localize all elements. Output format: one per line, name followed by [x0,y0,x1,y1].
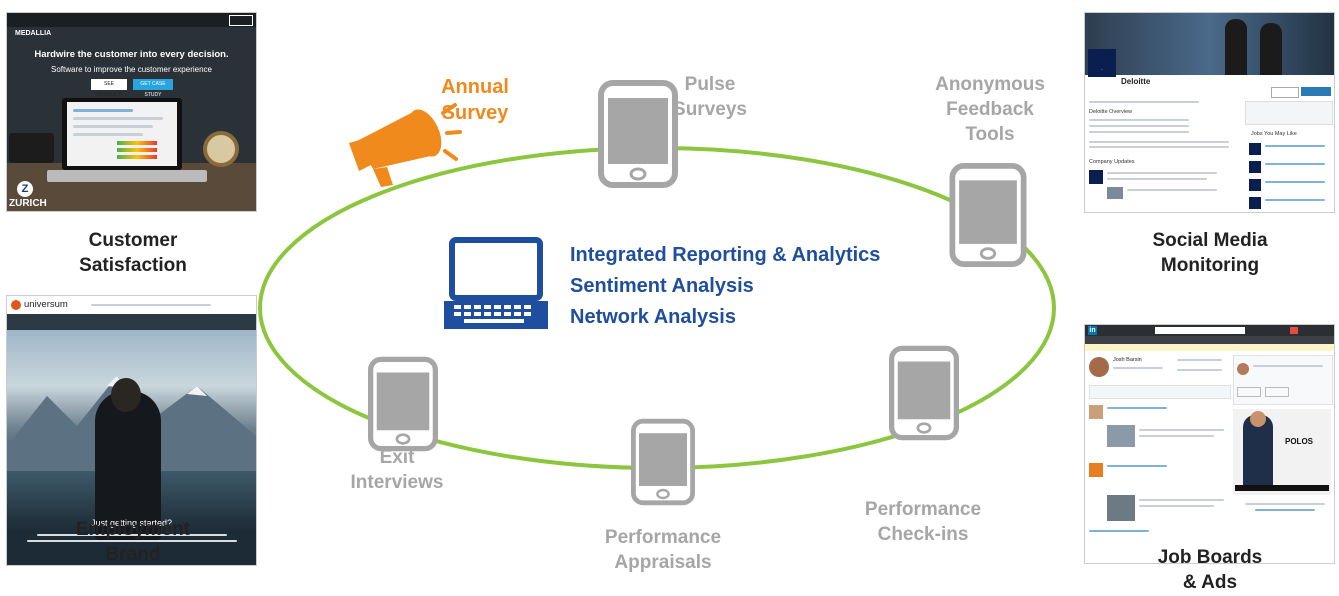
social-caption-line-2: Monitoring [1160,255,1260,276]
center-line-network: Network Analysis [570,306,736,328]
universum-wordmark: universum [24,299,68,310]
performance-appraisals-label: Performance Appraisals [583,525,743,575]
polos-ad-text: POLOS [1285,437,1314,446]
follow-button [1271,87,1299,98]
anonymous-feedback-label: Anonymous Feedback Tools [910,72,1070,147]
linkedin-logo: in [1088,326,1097,335]
social-caption-line-1: Social Media [1152,230,1268,251]
annual-survey-label: Annual Survey [420,74,530,126]
megaphone-icon [349,103,462,187]
pulse-surveys-label: Pulse Surveys [650,72,770,122]
person-1 [1225,19,1247,75]
appraisals-line-2: Appraisals [614,552,712,573]
site-header-bar [7,13,256,27]
jobboards-caption-line-2: & Ads [1182,572,1238,593]
customer-headline: Hardwire the customer into every decisio… [34,49,229,60]
laptop-base [47,170,207,182]
company-name: Deloitte [1121,77,1151,86]
anonymous-line-2: Feedback [946,99,1034,120]
pulse-line-1: Pulse [684,74,736,95]
center-line-sentiment: Sentiment Analysis [570,275,754,297]
employment-brand-caption: Employment Brand [48,517,218,567]
exit-interviews-label: Exit Interviews [337,445,457,495]
jobs-heading: Jobs You May Like [1251,131,1297,137]
exit-line-1: Exit [379,447,415,468]
social-media-screenshot: . Deloitte Deloitte Overview Company Upd… [1084,12,1335,213]
phone-icon-checkins [889,345,959,441]
updates-heading: Company Updates [1089,159,1135,165]
cover-photo [1085,13,1334,75]
job-boards-caption: Job Boards & Ads [1140,545,1280,595]
employment-caption-line-2: Brand [105,544,161,565]
customer-satisfaction-screenshot: MEDALLIA Hardwire the customer into ever… [6,12,257,212]
checkins-line-1: Performance [864,499,982,520]
avatar [1089,357,1109,377]
overview-heading: Deloitte Overview [1089,109,1133,115]
appraisals-line-1: Performance [604,527,722,548]
phone-icon-pulse [598,80,678,188]
phone-icon-exit [368,356,438,452]
universum-logo-icon [11,300,21,310]
customer-caption-line-1: Customer [88,230,178,251]
annual-survey-line-1: Annual [441,76,509,98]
employment-brand-screenshot: universum Just getting started? [6,295,257,566]
performance-checkins-label: Performance Check-ins [843,497,1003,547]
header-button [229,15,253,26]
anonymous-line-1: Anonymous [935,74,1045,95]
zurich-logo-icon: Z [17,181,33,197]
add-review-button [1301,87,1331,96]
center-line-reporting: Integrated Reporting & Analytics [570,244,881,266]
person-silhouette [95,391,161,541]
anonymous-line-3: Tools [965,124,1015,145]
customer-subhead: Software to improve the customer experie… [51,65,212,74]
employment-caption-line-1: Employment [75,519,191,540]
medallia-logo: MEDALLIA [15,30,52,37]
laptop-icon [444,237,548,329]
clock-icon [203,131,239,167]
customer-caption-line-2: Satisfaction [79,255,187,276]
profile-name: Josh Barsin [1113,357,1142,363]
case-study-button: GET CASE STUDY [133,79,173,98]
pulse-line-2: Surveys [673,99,747,120]
employment-tagline: Just getting started? [90,518,173,528]
checkins-line-2: Check-ins [877,524,969,545]
phone-icon-anonymous [949,163,1027,267]
phone-icon-appraisals [631,418,695,506]
person-2 [1260,23,1282,75]
deloitte-logo: . [1088,49,1116,77]
social-media-caption: Social Media Monitoring [1125,228,1295,278]
exit-line-2: Interviews [350,472,444,493]
see-product-button: SEE PRODUCT [91,79,127,98]
zurich-wordmark: ZURICH [9,198,47,209]
bag [9,133,54,163]
jobboards-caption-line-1: Job Boards [1157,547,1263,568]
customer-satisfaction-caption: Customer Satisfaction [58,228,208,278]
job-boards-screenshot: in Josh Barsin POLOS [1084,324,1335,564]
annual-survey-line-2: Survey [441,102,509,124]
